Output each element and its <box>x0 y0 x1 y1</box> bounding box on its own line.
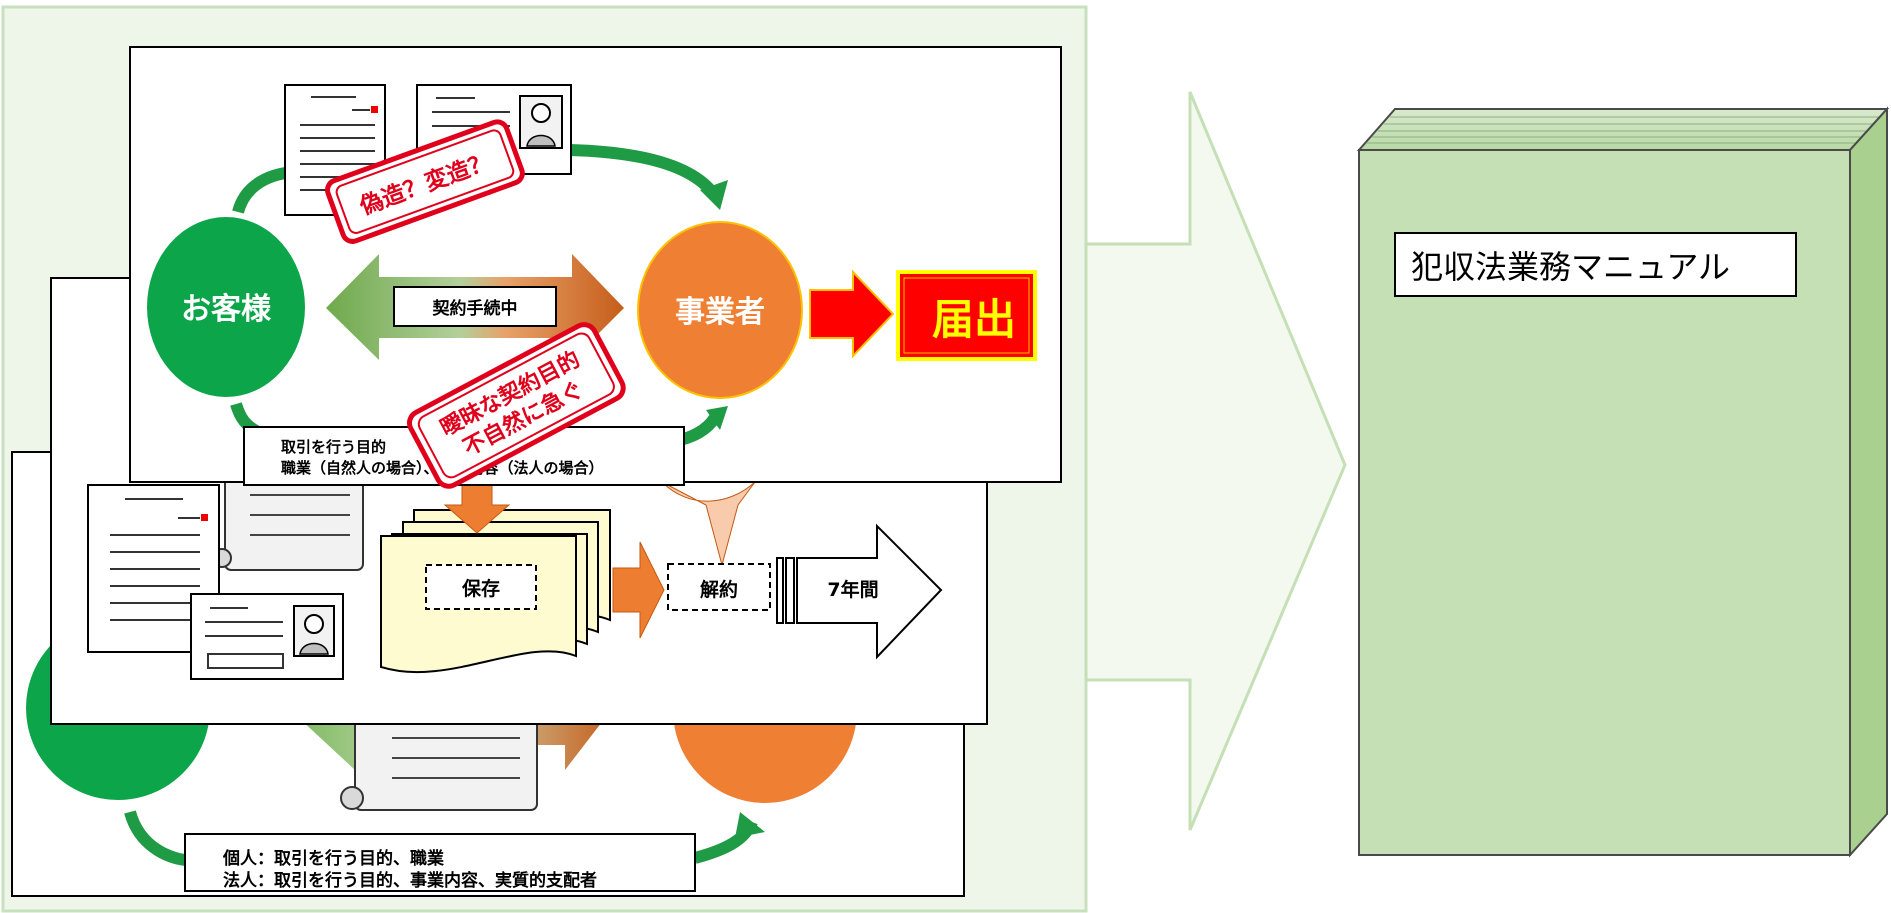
manual-book: 犯収法業務マニュアル <box>1356 106 1890 858</box>
confirm-purpose-line: 取引を行う目的 <box>281 438 386 456</box>
retention-bar-1 <box>776 557 784 624</box>
individual-requirements: 個人：取引を行う目的、職業 <box>222 848 444 869</box>
report-arrow <box>809 269 895 359</box>
id-document-stack <box>87 471 364 653</box>
back-curve-arrow-left <box>124 810 189 866</box>
orange-right-arrow <box>612 541 665 639</box>
big-right-arrow <box>1084 91 1347 831</box>
front-curve-arrow-head-bottom <box>706 406 728 430</box>
manual-book-top <box>1356 108 1890 151</box>
retention-bar-2 <box>785 557 795 624</box>
contract-label-box <box>393 286 557 327</box>
save-label: 保存 <box>461 577 500 600</box>
retention-period-label: 7年間 <box>827 578 878 601</box>
customer-label: お客様 <box>181 292 272 327</box>
cancellation-label: 解約 <box>700 578 738 601</box>
front-curve-arrow-head-top <box>700 180 728 210</box>
corporate-requirements: 法人：取引を行う目的、事業内容、実質的支配者 <box>223 870 597 891</box>
report-box <box>896 270 1037 361</box>
report-box-inner <box>903 277 1030 354</box>
manual-book-side <box>1849 106 1888 858</box>
back-curve-arrow-head <box>735 812 765 838</box>
report-label: 届出 <box>932 295 1016 344</box>
business-label: 事業者 <box>675 295 765 330</box>
contract-in-progress-label: 契約手続中 <box>432 298 518 319</box>
retention-arrow <box>796 523 943 660</box>
back-info-box <box>184 833 696 892</box>
back-scroll-document <box>340 714 538 811</box>
cancellation-box <box>667 563 771 611</box>
manual-title-box <box>1394 232 1797 297</box>
speech-bubble-tail <box>661 481 756 567</box>
front-curve-arrow-top-right <box>569 144 717 197</box>
id-card-icon <box>190 593 344 680</box>
save-box <box>425 564 537 610</box>
manual-title: 犯収法業務マニュアル <box>1411 248 1730 286</box>
customer-circle <box>147 217 305 397</box>
business-circle <box>637 221 803 399</box>
